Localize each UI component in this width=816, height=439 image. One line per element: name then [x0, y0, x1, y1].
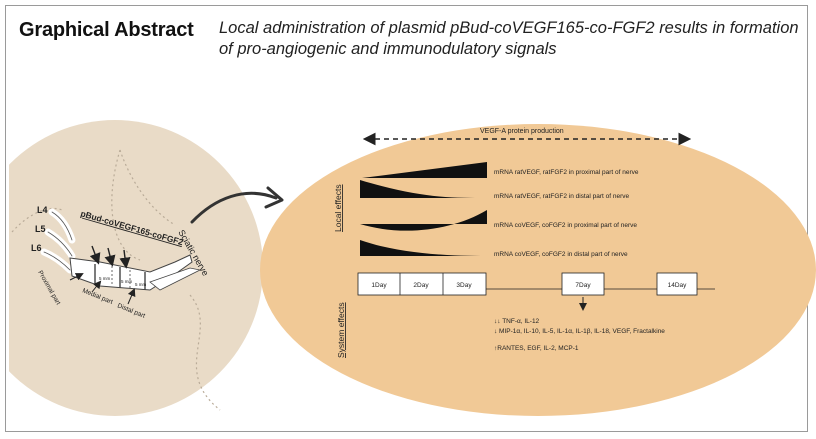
mrna-row-2: mRNA ratVEGF, ratFGF2 in distal part of …: [494, 193, 629, 200]
system-effects-label: System effects: [336, 302, 346, 358]
root-label-l4: L4: [37, 205, 48, 215]
timeline-day2: 2Day: [413, 282, 429, 289]
graphical-abstract-title: Graphical Abstract: [19, 19, 194, 41]
system-line-2: ↓ MIP-1α, IL-10, IL-5, IL-1α, IL-1β, IL-…: [494, 328, 665, 335]
root-label-l5: L5: [35, 224, 46, 234]
timeline-day3: 3Day: [456, 282, 472, 289]
rat-anatomy-circle: [9, 120, 263, 416]
mrna-wedge-3: [360, 210, 487, 231]
figure-frame: [5, 5, 808, 432]
effects-ellipse: [260, 124, 816, 416]
timeline-day7-box: [561, 272, 605, 296]
sciatic-nerve-drawing: [69, 245, 202, 305]
mrna-row-3: mRNA coVEGF, coFGF2 in proximal part of …: [494, 222, 637, 229]
system-line-1: ↓↓ TNF-α, IL-12: [494, 318, 540, 325]
vegf-production-label: VEGF-A protein production: [480, 128, 564, 135]
mrna-wedge-4: [360, 240, 487, 256]
timeline-day14-box: [656, 272, 698, 296]
spine-outline: [11, 207, 63, 233]
segment-mark-1: 5 mm: [99, 276, 111, 281]
system-line-3: ↑RANTES, EGF, IL-2, MCP-1: [494, 345, 579, 352]
leg-outline: [189, 294, 221, 411]
timeline-days-1-3-box: [357, 272, 487, 296]
nerve-roots: [40, 208, 76, 274]
segment-mark-3: 5 mm: [135, 282, 147, 287]
connector-arrow-head: [264, 186, 284, 209]
timeline-day1: 1Day: [371, 282, 387, 289]
figure-subtitle: Local administration of plasmid pBud-coV…: [219, 19, 799, 58]
mrna-wedge-1: [362, 162, 487, 178]
timeline-day14: 14Day: [668, 282, 688, 289]
root-label-l6: L6: [31, 243, 42, 253]
local-effects-label: Local effects: [333, 184, 343, 232]
body-outline: [111, 149, 176, 261]
mrna-wedge-2: [360, 180, 487, 198]
timeline-day7: 7Day: [575, 282, 591, 289]
connector-arrow: [190, 191, 278, 224]
mrna-row-1: mRNA ratVEGF, ratFGF2 in proximal part o…: [494, 169, 639, 176]
segment-mark-2: 5 mm: [121, 279, 133, 284]
mrna-row-4: mRNA coVEGF, coFGF2 in distal part of ne…: [494, 251, 628, 258]
